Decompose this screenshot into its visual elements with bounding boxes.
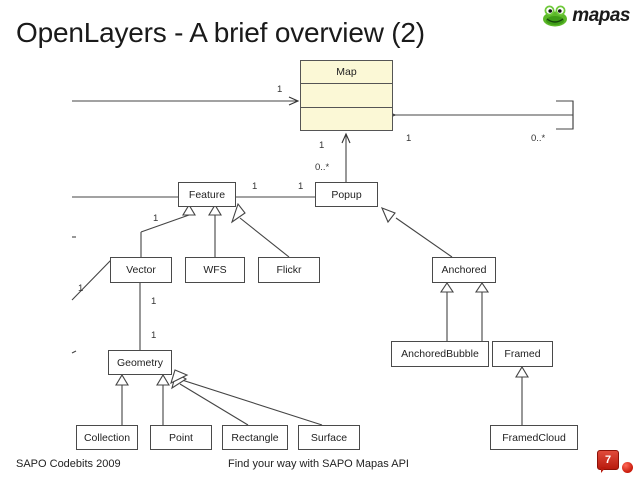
tri-framedcloud (515, 365, 529, 378)
uml-class-feature-label: Feature (188, 188, 226, 201)
tri-anchored (380, 207, 396, 224)
uml-class-flickr-label: Flickr (276, 264, 302, 276)
stem-rectangle (179, 383, 249, 426)
uml-class-geometry-label: Geometry (116, 356, 164, 369)
uml-class-rectangle[interactable]: Rectangle (222, 425, 288, 450)
multiplicity-vector-left: 1 (78, 283, 84, 294)
stray-mark-2 (71, 350, 77, 354)
multiplicity-feature-down: 1 (153, 213, 159, 224)
tri-framed (474, 282, 490, 293)
multiplicity-map-self-one: 1 (406, 133, 412, 144)
tri-point (156, 373, 170, 386)
stem-anchored (395, 217, 453, 258)
tri-anchoredbubble (439, 282, 455, 293)
multiplicity-feature-right: 1 (252, 181, 258, 192)
uml-class-map-operations (301, 108, 392, 130)
uml-class-popup-label: Popup (331, 188, 362, 201)
uml-class-collection-label: Collection (83, 431, 131, 444)
multiplicity-map-popup-one: 1 (319, 140, 325, 151)
page-title: OpenLayers - A brief overview (2) (16, 17, 425, 48)
tri-surface (170, 369, 189, 385)
uml-class-map-name: Map (301, 61, 392, 85)
uml-class-rectangle-label: Rectangle (231, 431, 279, 444)
tri-vector (182, 203, 196, 216)
uml-class-geometry[interactable]: Geometry (108, 350, 172, 375)
logo-wordmark: mapas (572, 5, 630, 26)
uml-class-surface-label: Surface (310, 431, 348, 444)
uml-class-wfs-label: WFS (203, 264, 227, 276)
edge-map-self-bracket (560, 101, 574, 129)
uml-class-point-label: Point (169, 431, 193, 444)
uml-class-anchored-label: Anchored (441, 264, 487, 276)
uml-class-feature[interactable]: Feature (178, 182, 236, 207)
footer-center-text: Find your way with SAPO Mapas API (228, 458, 409, 470)
tri-flickr (230, 202, 246, 224)
page-number-badge: 7 (597, 450, 619, 470)
multiplicity-vector-geom-top: 1 (151, 296, 157, 307)
uml-class-wfs[interactable]: WFS (185, 257, 245, 283)
stem-flickr (239, 217, 290, 258)
uml-class-map-attributes (301, 84, 392, 108)
stem-surface (181, 379, 323, 426)
uml-class-map[interactable]: Map (300, 60, 393, 131)
map-marker-dot-icon (622, 462, 633, 473)
footer-left-text: SAPO Codebits 2009 (16, 458, 121, 470)
uml-class-anchored[interactable]: Anchored (432, 257, 496, 283)
frog-logo-icon (543, 5, 568, 27)
uml-class-framed[interactable]: Framed (492, 341, 553, 367)
edge-vector-left-stub (71, 258, 113, 301)
uml-class-framedcloud-label: FramedCloud (502, 431, 566, 444)
tri-wfs (208, 203, 222, 216)
uml-class-vector[interactable]: Vector (110, 257, 172, 283)
uml-class-vector-label: Vector (126, 264, 156, 276)
page-number-badge-tail (601, 467, 606, 473)
uml-class-point[interactable]: Point (150, 425, 212, 450)
tri-collection (115, 373, 129, 386)
uml-class-surface[interactable]: Surface (298, 425, 360, 450)
uml-class-flickr[interactable]: Flickr (258, 257, 320, 283)
uml-class-anchoredbubble-label: AnchoredBubble (401, 348, 479, 360)
stem-vector-diag (140, 214, 190, 233)
uml-class-popup[interactable]: Popup (315, 182, 378, 207)
uml-class-framed-label: Framed (504, 348, 541, 360)
uml-class-anchoredbubble[interactable]: AnchoredBubble (391, 341, 489, 367)
multiplicity-map-self-many: 0..* (531, 133, 546, 144)
edge-map-self-hook (556, 100, 574, 130)
multiplicity-popup-left: 1 (298, 181, 304, 192)
mapas-logo: mapas (542, 2, 630, 30)
multiplicity-map-left: 1 (277, 84, 283, 95)
multiplicity-vector-geom-bottom: 1 (151, 330, 157, 341)
multiplicity-map-popup-many: 0..* (315, 162, 330, 173)
uml-class-collection[interactable]: Collection (76, 425, 138, 450)
uml-class-framedcloud[interactable]: FramedCloud (490, 425, 578, 450)
